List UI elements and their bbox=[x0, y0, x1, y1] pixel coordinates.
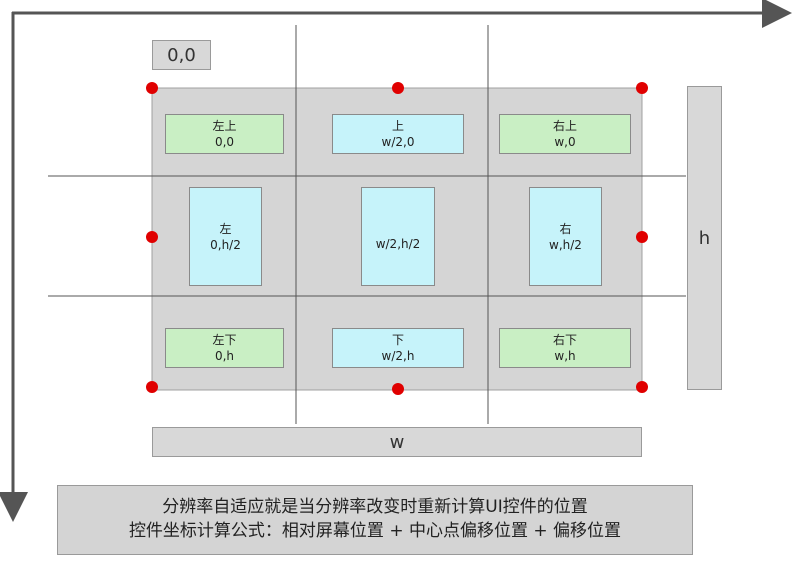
anchor-dot-bottom-right bbox=[636, 381, 648, 393]
anchor-coord: w,0 bbox=[554, 135, 576, 149]
anchor-coord: 0,h bbox=[214, 349, 235, 363]
anchor-coord: w,h/2 bbox=[549, 237, 582, 252]
anchor-name: 右上 bbox=[552, 119, 577, 133]
height-bar: h bbox=[687, 86, 722, 390]
caption-box: 分辨率自适应就是当分辨率改变时重新计算UI控件的位置 控件坐标计算公式：相对屏幕… bbox=[57, 485, 693, 555]
anchor-name: 左下 bbox=[212, 333, 237, 347]
anchor-name: 右下 bbox=[552, 333, 577, 347]
anchor-bottom-center-box: 下 w/2,h bbox=[332, 328, 464, 368]
anchor-coord: 0,0 bbox=[214, 135, 235, 149]
anchor-name: 左上 bbox=[212, 119, 237, 133]
anchor-middle-left-box: 左 0,h/2 bbox=[189, 187, 262, 286]
anchor-name: 左 bbox=[219, 221, 232, 236]
anchor-dot-top-center bbox=[392, 82, 404, 94]
origin-label: 0,0 bbox=[152, 40, 211, 70]
anchor-dot-bottom-center bbox=[392, 383, 404, 395]
anchor-top-right-box: 右上 w,0 bbox=[499, 114, 631, 154]
anchor-name: 下 bbox=[391, 333, 404, 347]
grid-lines bbox=[48, 25, 686, 424]
anchor-center-box: w/2,h/2 bbox=[361, 187, 435, 286]
height-label: h bbox=[698, 227, 711, 249]
width-bar: w bbox=[152, 427, 642, 457]
anchor-dot-middle-left bbox=[146, 231, 158, 243]
anchor-dot-top-right bbox=[636, 82, 648, 94]
anchor-bottom-right-box: 右下 w,h bbox=[499, 328, 631, 368]
anchor-bottom-left-box: 左下 0,h bbox=[165, 328, 284, 368]
caption-line-2: 控件坐标计算公式：相对屏幕位置 + 中心点偏移位置 + 偏移位置 bbox=[128, 521, 622, 541]
anchor-middle-right-box: 右 w,h/2 bbox=[529, 187, 602, 286]
anchor-dot-top-left bbox=[146, 82, 158, 94]
anchor-name: 上 bbox=[391, 119, 404, 133]
anchor-name: 右 bbox=[559, 221, 572, 236]
caption-line-1: 分辨率自适应就是当分辨率改变时重新计算UI控件的位置 bbox=[162, 497, 588, 517]
anchor-coord: w/2,h bbox=[381, 349, 415, 363]
anchor-coord: w/2,0 bbox=[381, 135, 415, 149]
anchor-coord: w/2,h/2 bbox=[375, 237, 421, 251]
origin-label-text: 0,0 bbox=[167, 44, 196, 66]
anchor-dot-middle-right bbox=[636, 231, 648, 243]
anchor-dot-bottom-left bbox=[146, 381, 158, 393]
anchor-coord: w,h bbox=[554, 349, 576, 363]
width-label: w bbox=[389, 431, 405, 453]
anchor-top-left-box: 左上 0,0 bbox=[165, 114, 284, 154]
anchor-coord: 0,h/2 bbox=[210, 237, 241, 252]
anchor-top-center-box: 上 w/2,0 bbox=[332, 114, 464, 154]
